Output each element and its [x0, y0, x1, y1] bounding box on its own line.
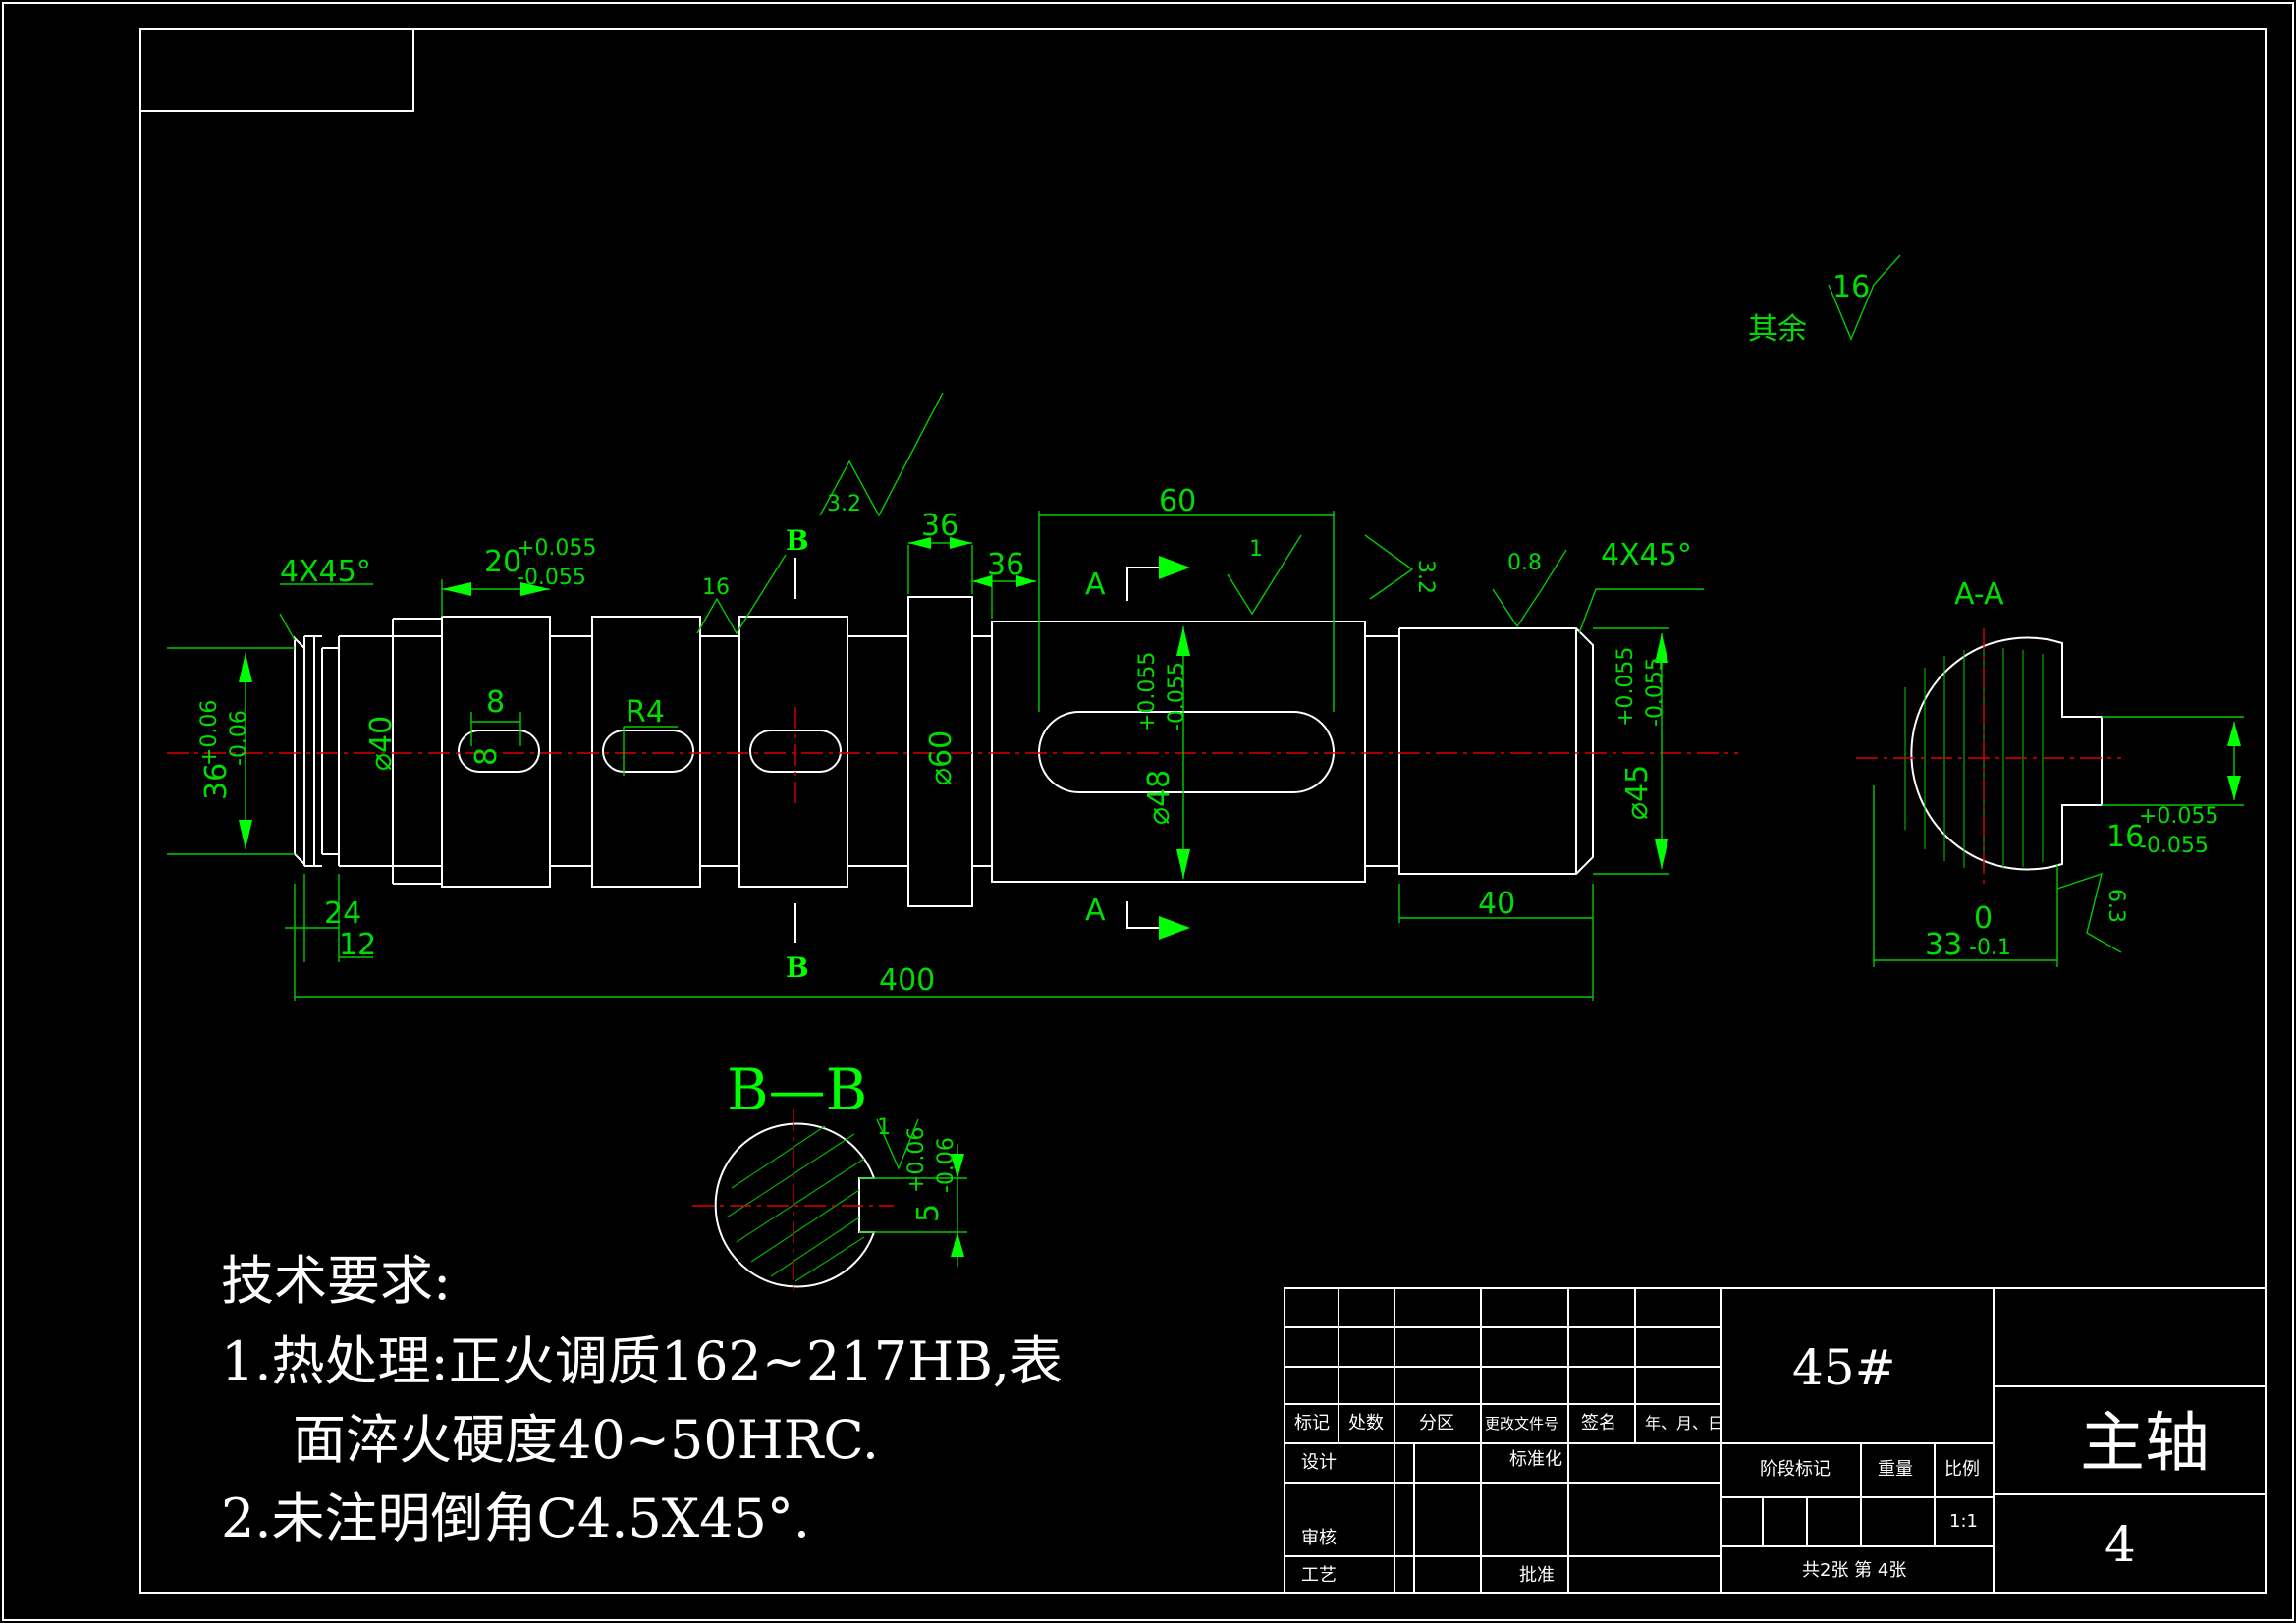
svg-text:1.热处理:正火调质162~217HB,表: 1.热处理:正火调质162~217HB,表 [221, 1330, 1063, 1392]
svg-text:-0.055: -0.055 [517, 566, 586, 590]
svg-text:⌀40: ⌀40 [364, 716, 399, 771]
svg-text:⌀48: ⌀48 [1142, 770, 1176, 825]
svg-text:+0.055: +0.055 [1135, 652, 1160, 731]
svg-text:-0.1: -0.1 [1969, 936, 2011, 960]
svg-text:+0.06: +0.06 [904, 1127, 929, 1193]
svg-text:36: 36 [987, 548, 1024, 582]
corner-box [139, 28, 414, 112]
svg-text:A: A [1085, 568, 1106, 602]
svg-text:标准化: 标准化 [1509, 1449, 1562, 1470]
svg-text:3.2: 3.2 [1413, 560, 1438, 594]
svg-text:40: 40 [1478, 887, 1515, 921]
svg-text:-0.055: -0.055 [2139, 834, 2209, 858]
svg-text:批准: 批准 [1519, 1565, 1555, 1586]
svg-text:B: B [786, 524, 809, 557]
section-mark-b: B B [786, 524, 809, 984]
svg-text:-0.055: -0.055 [1643, 657, 1667, 727]
svg-text:更改文件号: 更改文件号 [1485, 1415, 1558, 1433]
title-block: 标记 处数 分区 更改文件号 签名 年、月、日 设计 标准化 审核 工艺 批准 … [1284, 1287, 2267, 1594]
svg-text:8: 8 [469, 747, 504, 766]
svg-text:⌀45: ⌀45 [1620, 765, 1655, 820]
svg-text:0: 0 [1974, 901, 1993, 936]
svg-text:16: 16 [702, 575, 730, 600]
shaft-outline [294, 596, 1594, 907]
svg-text:45#: 45# [1792, 1339, 1896, 1396]
keyway-48 [1038, 711, 1335, 793]
svg-text:1:1: 1:1 [1949, 1511, 1978, 1532]
svg-text:4X45°: 4X45° [1601, 538, 1692, 572]
slot-2 [602, 730, 694, 773]
svg-text:设计: 设计 [1301, 1452, 1337, 1473]
svg-text:分区: 分区 [1419, 1413, 1454, 1434]
svg-text:36: 36 [199, 763, 234, 800]
svg-text:20: 20 [484, 545, 521, 579]
svg-text:400: 400 [879, 963, 935, 998]
svg-text:工艺: 工艺 [1301, 1565, 1337, 1586]
svg-text:+0.055: +0.055 [2139, 804, 2218, 829]
inner-border [139, 28, 2267, 1594]
svg-text:0.8: 0.8 [1507, 551, 1542, 575]
svg-text:-0.055: -0.055 [1165, 662, 1189, 731]
svg-text:1: 1 [1249, 537, 1263, 562]
tech-requirements: 技术要求: 1.热处理:正火调质162~217HB,表 面淬火硬度40~50HR… [221, 1250, 1063, 1549]
svg-text:16: 16 [1832, 270, 1870, 304]
svg-text:A-A: A-A [1954, 577, 2004, 612]
svg-text:B: B [786, 951, 809, 984]
svg-text:其余: 其余 [1748, 312, 1807, 347]
svg-text:2.未注明倒角C4.5X45°.: 2.未注明倒角C4.5X45°. [221, 1488, 810, 1549]
svg-text:⌀60: ⌀60 [924, 730, 958, 785]
section-mark-a: A A [1085, 556, 1190, 940]
svg-text:审核: 审核 [1301, 1528, 1337, 1548]
svg-text:16: 16 [2106, 820, 2144, 854]
svg-text:阶段标记: 阶段标记 [1760, 1459, 1831, 1480]
svg-text:签名: 签名 [1581, 1413, 1616, 1434]
svg-text:A: A [1085, 893, 1106, 928]
svg-text:24: 24 [324, 896, 361, 931]
svg-text:+0.055: +0.055 [517, 536, 596, 561]
svg-text:共2张 第 4张: 共2张 第 4张 [1802, 1560, 1906, 1581]
svg-text:年、月、日: 年、月、日 [1645, 1414, 1723, 1433]
svg-text:重量: 重量 [1878, 1459, 1913, 1480]
svg-text:6.3: 6.3 [2104, 889, 2128, 923]
svg-text:5: 5 [911, 1204, 946, 1222]
svg-text:1: 1 [877, 1115, 891, 1140]
svg-text:面淬火硬度40~50HRC.: 面淬火硬度40~50HRC. [293, 1409, 879, 1471]
svg-text:4X45°: 4X45° [280, 555, 371, 589]
svg-text:+0.055: +0.055 [1613, 647, 1638, 727]
svg-text:60: 60 [1159, 484, 1196, 518]
svg-text:33: 33 [1925, 928, 1962, 962]
svg-text:B—B: B—B [727, 1056, 867, 1123]
svg-text:12: 12 [339, 928, 376, 962]
svg-text:主轴: 主轴 [2080, 1405, 2210, 1481]
svg-text:-0.06: -0.06 [227, 710, 251, 766]
svg-text:+0.06: +0.06 [197, 700, 222, 766]
dimensions: 400 24 12 20 +0.055 -0.055 4X45° 36 +0.0… [167, 392, 1704, 1001]
roughness-rest: 其余 16 [1748, 254, 1901, 347]
svg-text:R4: R4 [626, 695, 665, 730]
slot-1 [458, 730, 540, 773]
svg-text:技术要求:: 技术要求: [221, 1250, 451, 1312]
svg-text:处数: 处数 [1348, 1413, 1384, 1434]
section-aa: A-A 16 +0.055 -0.055 0 33 -0.1 6.3 [1856, 577, 2244, 967]
svg-text:比例: 比例 [1944, 1459, 1980, 1480]
svg-text:3.2: 3.2 [827, 492, 861, 516]
svg-text:36: 36 [921, 509, 958, 543]
section-bb: B—B 5 +0.06 -0.06 1 [692, 1056, 967, 1296]
svg-text:-0.06: -0.06 [934, 1137, 958, 1193]
svg-text:标记: 标记 [1294, 1413, 1330, 1434]
svg-text:4: 4 [2105, 1516, 2136, 1573]
svg-text:8: 8 [486, 685, 505, 720]
